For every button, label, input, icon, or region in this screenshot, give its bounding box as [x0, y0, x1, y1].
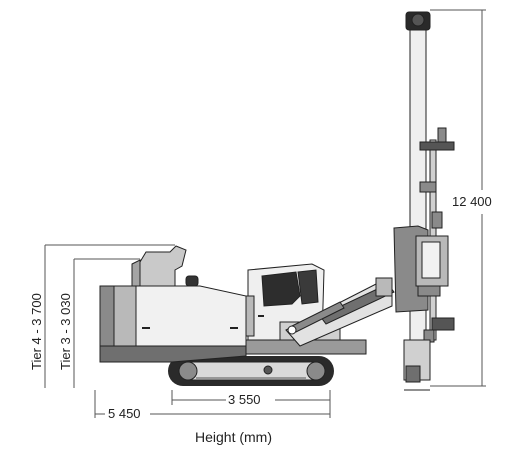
tier4-height-label: Tier 4 - 3 700	[29, 293, 44, 370]
dimension-lines	[44, 9, 486, 418]
boom-arm	[285, 277, 395, 347]
tier3-height-label: Tier 3 - 3 030	[58, 293, 73, 370]
power-pack-body	[99, 245, 247, 363]
crawler-track	[168, 356, 334, 386]
overall-length-label: 5 450	[108, 406, 141, 421]
drill-mast	[393, 11, 455, 391]
overall-height-label: 12 400	[452, 194, 492, 209]
track-length-label: 3 550	[228, 392, 261, 407]
diagram-caption: Height (mm)	[195, 429, 272, 445]
